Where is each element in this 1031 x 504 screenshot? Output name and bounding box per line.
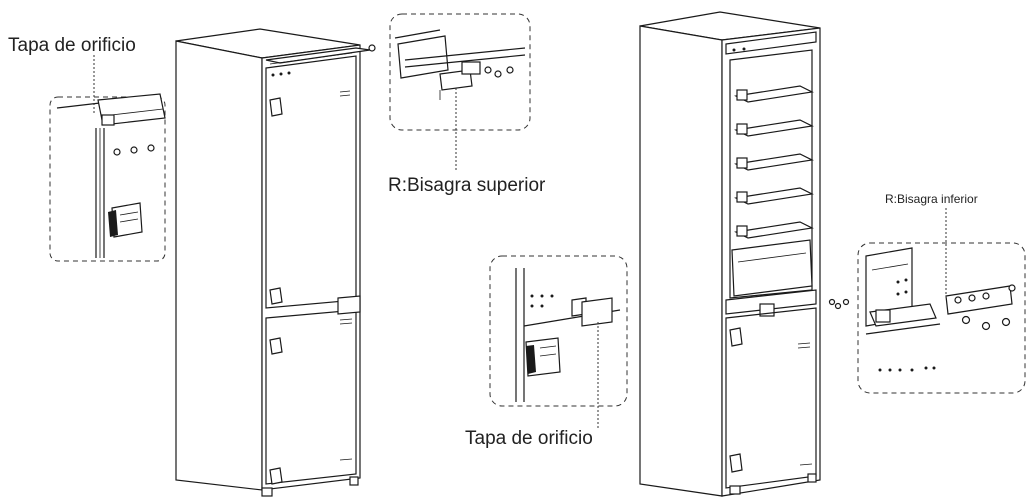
left-fridge [175, 28, 376, 497]
right-fridge [639, 11, 850, 497]
label-upper-hinge: R:Bisagra superior [388, 175, 546, 196]
detail-lower-hinge [857, 208, 1026, 394]
detail-hole-cover-top [49, 55, 166, 262]
label-hole-cover-bottom: Tapa de orificio [465, 428, 593, 449]
detail-upper-hinge [389, 13, 531, 170]
label-lower-hinge: R:Bisagra inferior [885, 192, 978, 206]
label-hole-cover-top: Tapa de orificio [8, 35, 136, 56]
detail-hole-cover-bottom [489, 255, 628, 428]
